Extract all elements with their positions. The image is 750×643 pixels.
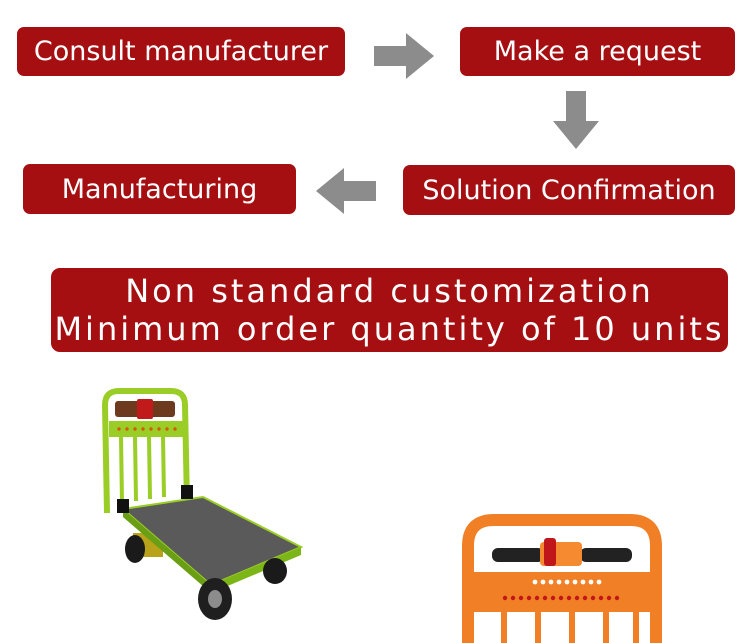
green-cart-image [102, 388, 304, 620]
step-label: Consult manufacturer [33, 36, 329, 67]
note-line-1: Non standard customization [125, 272, 654, 310]
step-label: Manufacturing [61, 173, 258, 205]
step-manufacturing: Manufacturing [23, 164, 296, 214]
step-consult-manufacturer: Consult manufacturer [17, 27, 345, 76]
orange-cart-image [462, 514, 662, 643]
step-make-request: Make a request [460, 27, 735, 76]
step-label: Make a request [493, 36, 702, 67]
step-label: Solution Confirmation [422, 174, 716, 206]
step-solution-confirmation: Solution Confirmation [403, 165, 735, 215]
customization-note: Non standard customization Minimum order… [51, 268, 728, 352]
arrow-down-icon [553, 91, 599, 149]
arrow-right-icon [374, 33, 434, 79]
note-line-2: Minimum order quantity of 10 units [54, 310, 725, 348]
arrow-left-icon [316, 168, 376, 214]
